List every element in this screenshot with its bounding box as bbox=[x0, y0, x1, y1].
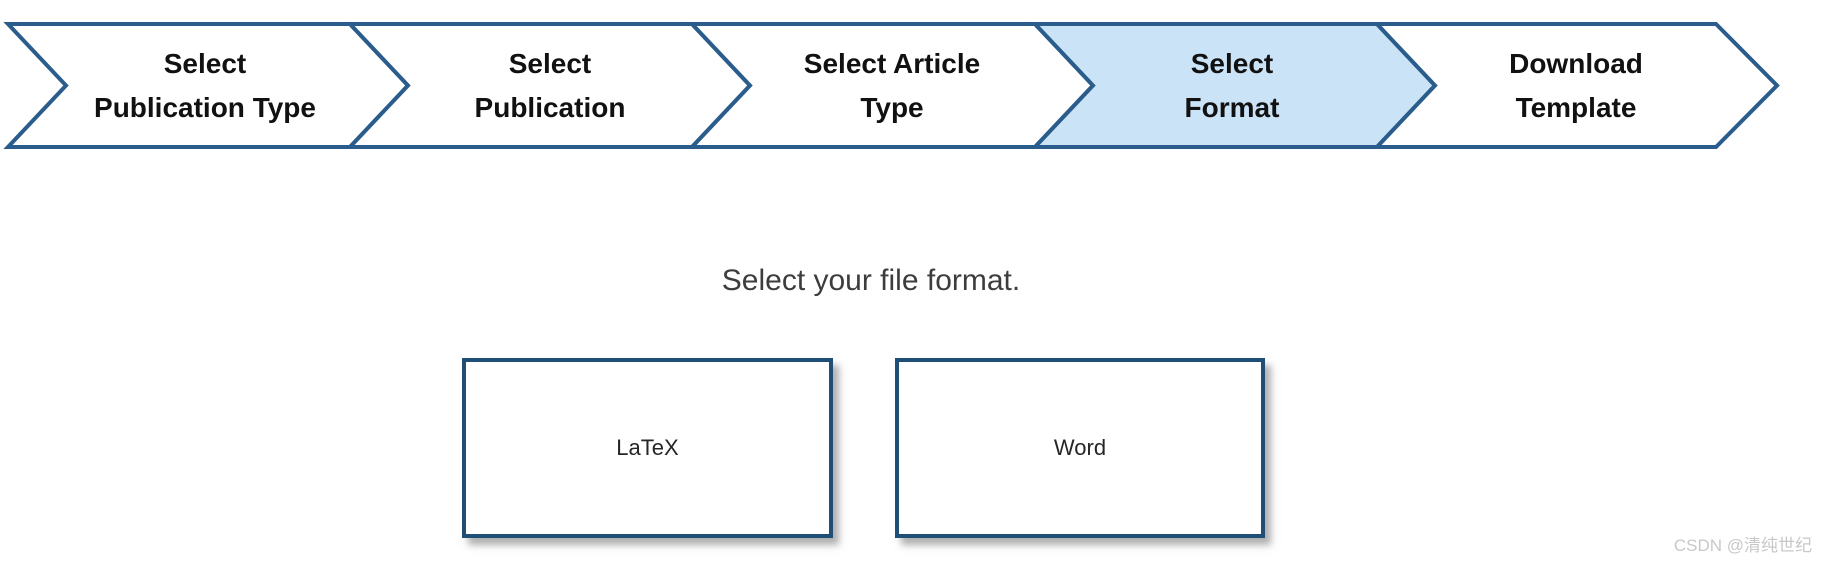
word-format-button[interactable]: Word bbox=[895, 358, 1265, 538]
latex-format-button-label: LaTeX bbox=[616, 435, 679, 460]
latex-format-button[interactable]: LaTeX bbox=[462, 358, 833, 538]
word-format-button-label: Word bbox=[1053, 435, 1107, 460]
step-chevron-select-article-type[interactable] bbox=[687, 22, 1096, 149]
step-chevron-select-publication[interactable] bbox=[345, 22, 753, 149]
page-title: Select your file format. bbox=[721, 264, 1021, 297]
csdn-watermark: CSDN @清纯世纪 bbox=[1673, 536, 1812, 555]
step-chevron-select-format[interactable] bbox=[1030, 22, 1438, 149]
step-chevron-select-publication-type[interactable] bbox=[3, 22, 411, 149]
step-chevron-download-template[interactable] bbox=[1372, 22, 1780, 149]
wizard-stepper bbox=[3, 22, 1780, 149]
